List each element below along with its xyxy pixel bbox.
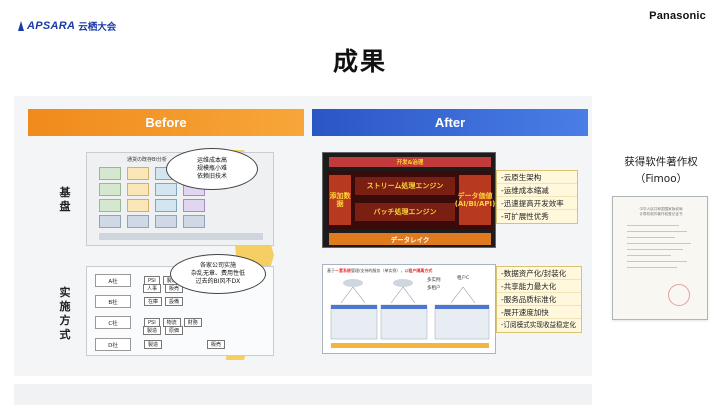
- certificate-heading-line: 计算机软件著作权登记证书: [621, 212, 701, 217]
- benefit-item: -运维成本缩减: [497, 184, 577, 197]
- new-architecture-diagram: 开发&治理 添加数据 ストリーム処理エンジン バッチ処理エンジン データ価値(A…: [322, 152, 496, 248]
- benefits-list-top: -云原生架构 -运维成本缩减 -迅速提高开发效率 -可扩展性优秀: [496, 170, 578, 224]
- arch-engine-area: 添加数据 ストリーム処理エンジン バッチ処理エンジン データ価値(AI/BI/A…: [327, 171, 493, 229]
- domain-chip: 原価: [165, 326, 183, 335]
- legacy-base-bar: [99, 233, 263, 240]
- arch-datalake-bar: データレイク: [329, 233, 491, 245]
- bubble-line: 各家公司实施: [191, 262, 245, 270]
- arch-batch-cell: バッチ処理エンジン: [355, 203, 455, 221]
- company-name: A社: [95, 274, 131, 287]
- benefit-item: -数据资产化/封装化: [497, 267, 581, 280]
- certificate-heading: 中华人民共和国国家版权局 计算机软件著作权登记证书: [621, 207, 701, 217]
- infra-label: 基盘: [58, 186, 72, 214]
- arch-input-cell: 添加数据: [329, 175, 351, 225]
- domain-chip: 財務: [184, 318, 202, 327]
- yunqi-logo-text: 云栖大会: [78, 19, 116, 33]
- flow-node-label: 多租户: [427, 285, 441, 291]
- flow-node-label: 多实例: [427, 277, 441, 283]
- arch-stream-cell: ストリーム処理エンジン: [355, 177, 455, 195]
- bubble-line: 过去的BI风不DX: [191, 278, 245, 286]
- award-title-line: 获得软件著作权: [603, 154, 719, 171]
- before-header: Before: [28, 109, 304, 136]
- slide-title: 成果: [0, 42, 720, 78]
- benefits-list-bottom: -数据资产化/封装化 -共享能力最大化 -服务品质标准化 -展开速度加快 -订阅…: [496, 266, 582, 333]
- pain-point-bubble-top: 运维成本高 规模瓶小难 依赖旧技术: [166, 148, 258, 190]
- flow-node-label: 租户C: [457, 275, 469, 281]
- bubble-line: 依赖旧技术: [197, 173, 227, 181]
- comparison-panel: Before After 基盘 实施方式 通货の既存BI分析: [14, 96, 592, 376]
- benefit-item: -展开速度加快: [497, 306, 581, 319]
- legacy-stack-b: [127, 167, 149, 231]
- bubble-line: 运维成本高: [197, 157, 227, 165]
- after-header: After: [312, 109, 588, 136]
- domain-chip: 在庫: [144, 297, 162, 306]
- impl-label: 实施方式: [58, 286, 72, 342]
- apsara-logo-text: APSARA: [27, 20, 75, 32]
- arch-output-cell: データ価値(AI/BI/API): [459, 175, 491, 225]
- tenant-flow-icon: [323, 273, 495, 353]
- award-title-line: （Fimoo）: [603, 171, 719, 188]
- domain-chip: 製造: [144, 340, 162, 349]
- company-name: C社: [95, 316, 131, 329]
- benefit-item: -迅速提高开发效率: [497, 197, 577, 210]
- award-title: 获得软件著作权 （Fimoo）: [603, 154, 719, 188]
- multi-tenant-diagram: 基于一套系统管理/支持的服务（单实例），以租户隔离方式: [322, 264, 496, 354]
- benefit-item: -服务品质标准化: [497, 293, 581, 306]
- apsara-mark-icon: [18, 21, 24, 31]
- legacy-bi-title: 通货の既存BI分析: [127, 156, 167, 163]
- domain-chip: 人事: [143, 284, 161, 293]
- benefit-item: -订阅模式实现收益稳定化: [497, 319, 581, 332]
- panasonic-logo: Panasonic: [649, 10, 706, 22]
- bubble-line: 规模瓶小难: [197, 165, 227, 173]
- benefit-item: -共享能力最大化: [497, 280, 581, 293]
- legacy-stack-a: [99, 167, 121, 231]
- certificate-seal-icon: [668, 284, 690, 306]
- benefit-item: -可扩展性优秀: [497, 210, 577, 223]
- company-row: D社 製造 販売: [95, 337, 225, 352]
- copyright-certificate-image: 中华人民共和国国家版权局 计算机软件著作权登记证书: [612, 196, 708, 320]
- company-name: D社: [95, 338, 131, 351]
- bottom-bar: [14, 384, 592, 405]
- benefit-item: -云原生架构: [497, 171, 577, 184]
- domain-chip: 販売: [207, 340, 225, 349]
- company-row: B社 在庫 設備: [95, 294, 183, 309]
- domain-chip: 設備: [165, 297, 183, 306]
- arch-governance-bar: 开发&治理: [329, 157, 491, 167]
- company-name: B社: [95, 295, 131, 308]
- bubble-line: 杂乱无章、费用性低: [191, 270, 245, 278]
- apsara-logo: APSARA 云栖大会: [18, 19, 116, 33]
- domain-chip: 製造: [143, 326, 161, 335]
- pain-point-bubble-mid: 各家公司实施 杂乱无章、费用性低 过去的BI风不DX: [170, 254, 266, 294]
